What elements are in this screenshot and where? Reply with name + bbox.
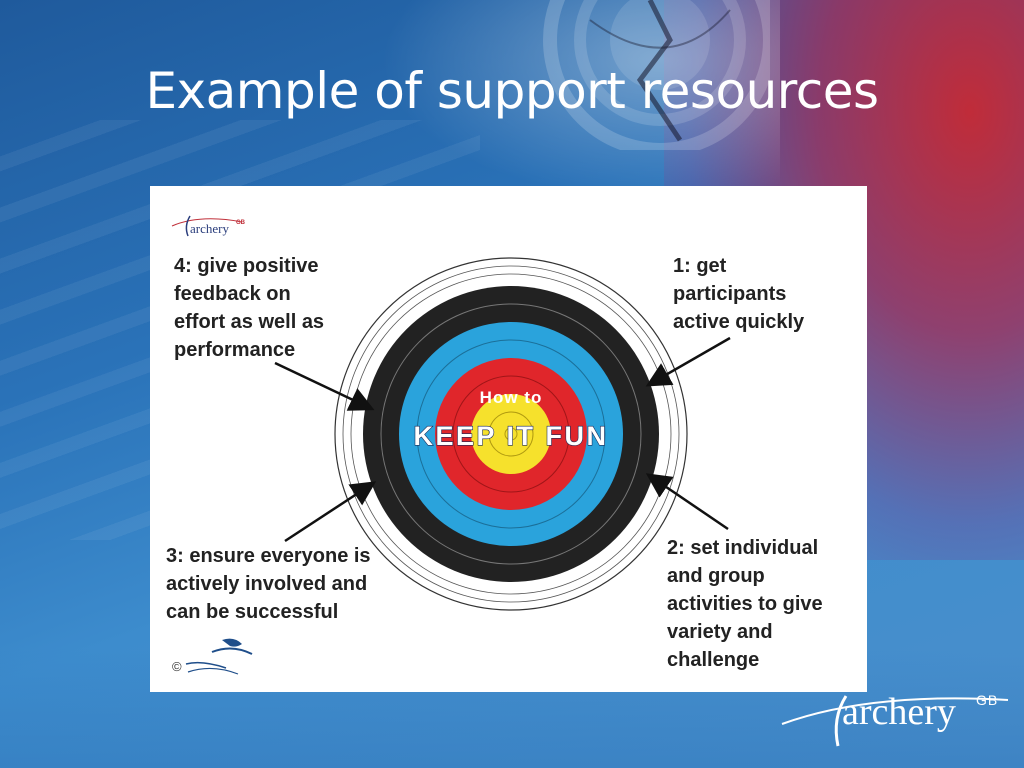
background-archer-target-icon	[543, 0, 770, 150]
infographic-panel: archery GB How to KEEP IT FUN 4:	[150, 186, 867, 692]
archery-brand: archery	[842, 691, 956, 733]
center-keep-it-fun: KEEP IT FUN	[413, 421, 608, 451]
arrow-tip-4	[274, 361, 375, 411]
tip-1-text: 1: get participants active quickly	[673, 255, 805, 333]
archery-gb-logo-icon	[781, 695, 1009, 747]
archery-target: How to KEEP IT FUN	[274, 257, 731, 611]
tip-2-text: 2: set individual and group activities t…	[667, 537, 823, 671]
copyright-symbol: ©	[172, 659, 182, 674]
apollinaire-logo-icon	[185, 638, 253, 675]
background-light-glow	[380, 0, 780, 200]
arrow-tip-2	[645, 473, 729, 531]
archery-small-brand-gb: GB	[236, 220, 245, 226]
archery-gb-small-logo-icon	[171, 215, 243, 237]
target-rings	[334, 257, 688, 611]
archery-small-brand: archery	[190, 221, 229, 236]
tip-4-text: 4: give positive feedback on effort as w…	[174, 255, 325, 361]
arrow-tip-1	[645, 336, 731, 387]
arrow-tip-3	[284, 481, 377, 543]
tip-3-text: 3: ensure everyone is actively involved …	[166, 545, 371, 623]
slide-title: Example of support resources	[145, 62, 879, 120]
center-how-to: How to	[480, 388, 543, 407]
archery-brand-gb: GB	[976, 692, 999, 708]
